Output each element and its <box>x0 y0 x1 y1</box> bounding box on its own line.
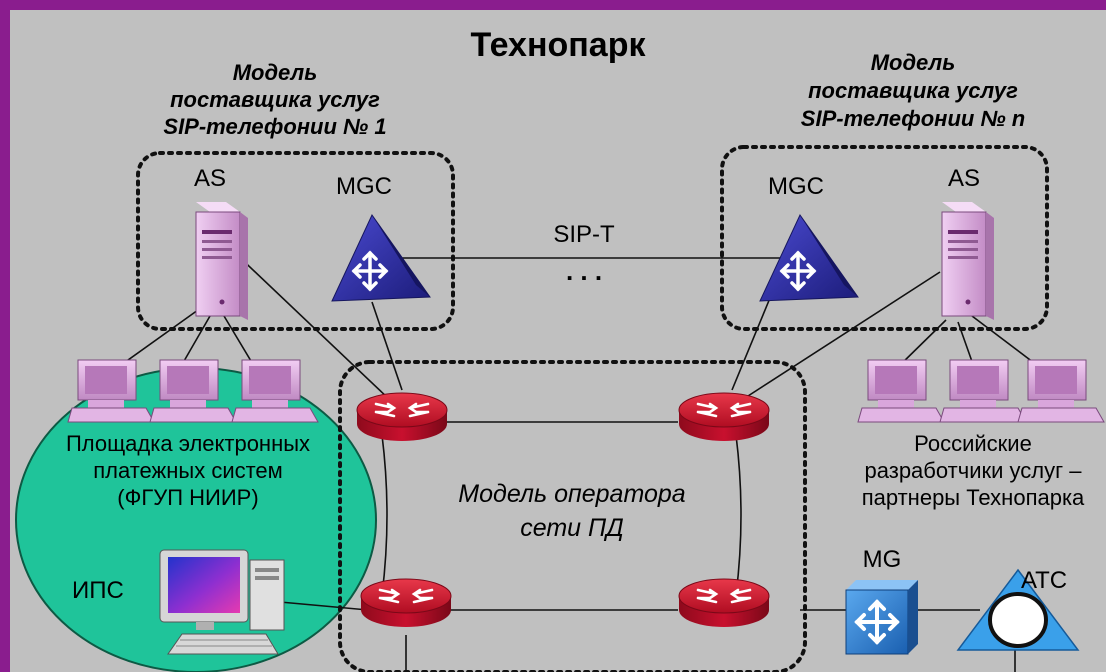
svg-text:Российские: Российские <box>914 431 1032 456</box>
svg-text:поставщика услуг: поставщика услуг <box>170 87 380 112</box>
operator-boundary <box>338 360 807 672</box>
svg-text:SIP-телефонии № 1: SIP-телефонии № 1 <box>163 114 386 139</box>
provider-left-boundary <box>136 151 455 331</box>
mg-switch-icon <box>845 580 918 655</box>
svg-text:Модель: Модель <box>871 50 956 75</box>
svg-text:Модель: Модель <box>233 60 318 85</box>
ips-computer-icon <box>159 549 285 655</box>
mgc-left-icon <box>331 214 431 302</box>
workstation-left-1-icon <box>67 359 155 423</box>
mg-label: MG <box>863 546 902 573</box>
mgc-right-icon <box>759 214 859 302</box>
router-bottom-left <box>360 578 452 627</box>
provider-left-caption: Модель поставщика услуг SIP-телефонии № … <box>163 60 386 139</box>
as-right-label: AS <box>948 165 980 192</box>
provider-right-boundary <box>720 145 1049 331</box>
connection-lines <box>99 249 1051 672</box>
workstation-right-3-icon <box>1017 359 1105 423</box>
svg-text:поставщика услуг: поставщика услуг <box>808 78 1018 103</box>
workstation-right-2-icon <box>939 359 1027 423</box>
diagram-svg: Технопарк Модель поставщика услуг SIP-те… <box>15 26 1105 672</box>
svg-text:Модель оператора: Модель оператора <box>458 480 686 508</box>
operator-caption: Модель оператора сети ПД <box>458 480 686 542</box>
svg-text:разработчики услуг –: разработчики услуг – <box>865 458 1083 483</box>
ats-exchange-icon <box>956 568 1080 651</box>
network-diagram-canvas: Технопарк Модель поставщика услуг SIP-те… <box>10 10 1106 672</box>
workstation-left-3-icon <box>231 359 319 423</box>
svg-text:(ФГУП НИИР): (ФГУП НИИР) <box>117 485 258 510</box>
sip-t-dots: . . . <box>566 256 602 286</box>
router-bottom-right <box>678 578 770 627</box>
sip-t-label: SIP-T <box>553 221 615 248</box>
ats-label: АТС <box>1021 567 1067 594</box>
page-title: Технопарк <box>471 26 647 64</box>
mgc-right-label: MGC <box>768 173 824 200</box>
ips-label: ИПС <box>72 577 124 604</box>
svg-text:Площадка электронных: Площадка электронных <box>66 431 310 456</box>
as-server-left-icon <box>195 202 248 320</box>
payment-area-caption: Площадка электронных платежных систем (Ф… <box>66 431 310 510</box>
developers-caption: Российские разработчики услуг – партнеры… <box>862 431 1085 510</box>
as-server-right-icon <box>941 202 994 320</box>
mgc-left-label: MGC <box>336 173 392 200</box>
svg-text:партнеры Технопарка: партнеры Технопарка <box>862 485 1085 510</box>
router-top-right <box>678 392 770 441</box>
svg-text:платежных систем: платежных систем <box>93 458 283 483</box>
as-left-label: AS <box>194 165 226 192</box>
svg-text:SIP-телефонии № n: SIP-телефонии № n <box>801 106 1025 131</box>
workstation-right-1-icon <box>857 359 945 423</box>
provider-right-caption: Модель поставщика услуг SIP-телефонии № … <box>801 50 1025 131</box>
router-top-left <box>356 392 448 441</box>
workstation-left-2-icon <box>149 359 237 423</box>
svg-text:сети ПД: сети ПД <box>520 514 624 542</box>
